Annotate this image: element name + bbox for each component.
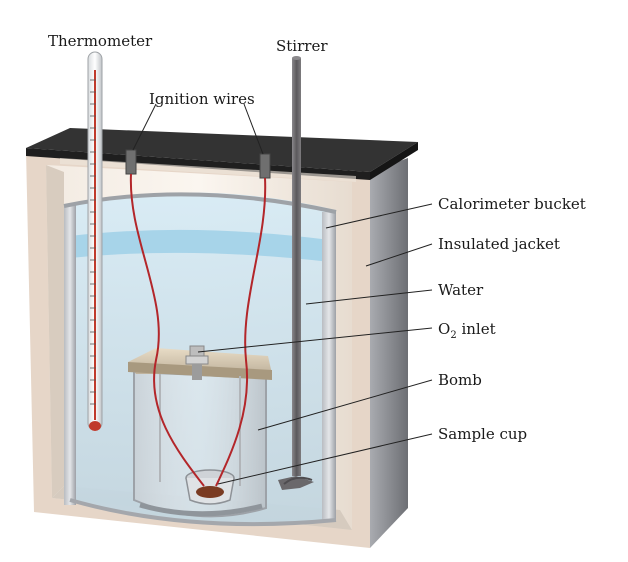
sample-cup <box>185 469 235 505</box>
label-ignition-wires: Ignition wires <box>149 90 255 108</box>
thermometer <box>87 51 103 431</box>
leader-lines <box>132 103 433 485</box>
label-o2-inlet-subscript: 2 <box>450 330 456 341</box>
label-stirrer: Stirrer <box>276 37 328 55</box>
label-o2-inlet-rest: inlet <box>457 320 496 338</box>
jacket-lid <box>26 128 418 182</box>
water-surface <box>70 229 330 262</box>
label-o2-inlet: O2 inlet <box>438 320 496 341</box>
label-water: Water <box>438 281 484 299</box>
ignition-wires <box>125 149 271 487</box>
label-thermometer: Thermometer <box>48 32 153 50</box>
label-sample-cup: Sample cup <box>438 425 527 443</box>
stirrer <box>278 56 314 490</box>
label-calorimeter-bucket: Calorimeter bucket <box>438 195 586 213</box>
label-bomb: Bomb <box>438 371 482 389</box>
sample <box>196 486 224 498</box>
o2-inlet-valve <box>189 345 205 357</box>
label-insulated-jacket: Insulated jacket <box>438 235 560 253</box>
label-o2-inlet-main: O <box>438 320 450 338</box>
